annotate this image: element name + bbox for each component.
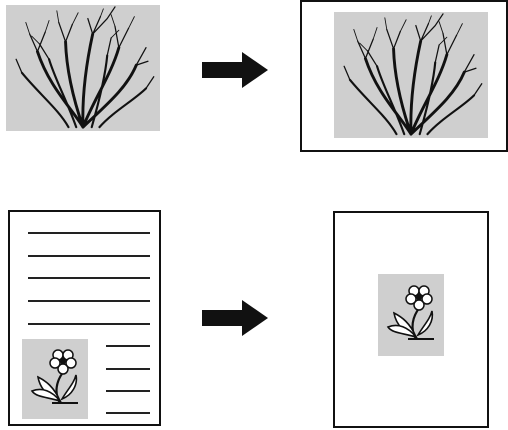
text-line	[28, 255, 150, 257]
text-line	[106, 345, 150, 347]
bush-icon	[342, 12, 484, 136]
text-line	[106, 390, 150, 392]
flower-source-image	[22, 339, 88, 419]
text-line	[106, 412, 150, 414]
bush-icon	[14, 5, 156, 129]
bush-result-page	[300, 0, 508, 152]
text-line	[28, 300, 150, 302]
text-line	[28, 277, 150, 279]
flower-result-image	[378, 274, 444, 356]
text-line	[28, 323, 150, 325]
bush-source-image	[6, 5, 160, 131]
text-line	[106, 368, 150, 370]
flower-icon	[386, 284, 436, 341]
text-line	[28, 232, 150, 234]
document-source-page	[8, 210, 161, 426]
bush-result-image	[334, 12, 488, 138]
right-arrow-icon	[202, 300, 270, 338]
flower-result-page	[333, 211, 489, 428]
flower-icon	[30, 348, 80, 405]
right-arrow-icon	[202, 52, 270, 90]
